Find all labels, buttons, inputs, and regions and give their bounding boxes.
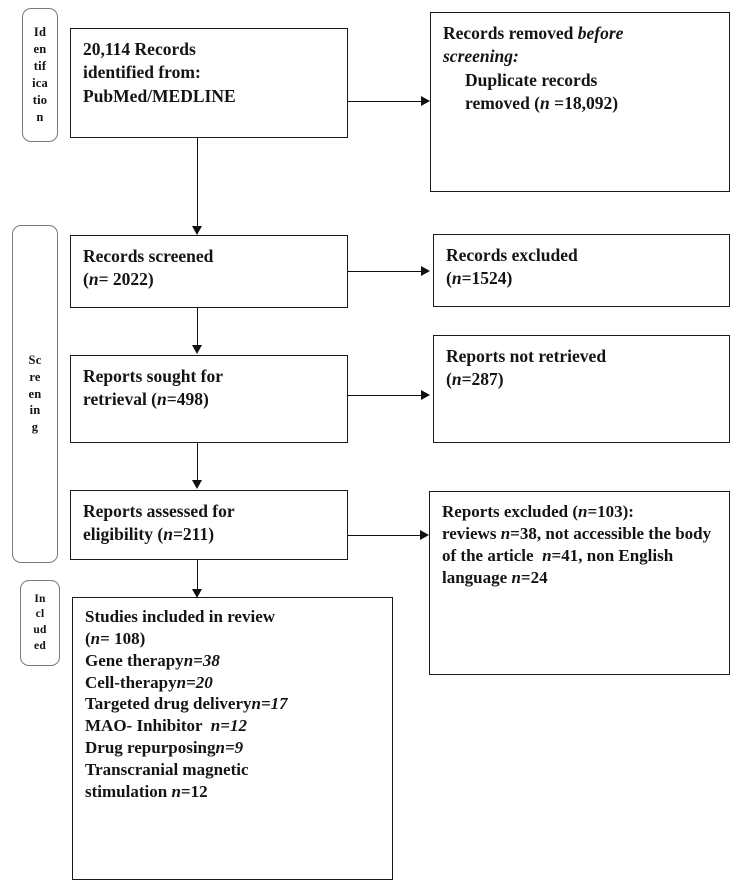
stage-label-included: In cl ud ed bbox=[20, 580, 60, 666]
stage-label-identification: Id en tif ica tio n bbox=[22, 8, 58, 142]
box-reports-excluded: Reports excluded (n=103): reviews n=38, … bbox=[429, 491, 730, 675]
box-line: Reports sought for bbox=[83, 366, 223, 386]
stage-fragment: ud bbox=[33, 624, 47, 636]
arrowhead-down bbox=[192, 480, 202, 489]
stage-fragment: In bbox=[34, 592, 46, 605]
box-line: Studies included in review bbox=[85, 607, 276, 626]
box-line: (n= 108) bbox=[85, 628, 146, 648]
box-line: Records screened bbox=[83, 246, 214, 266]
stage-fragment: in bbox=[29, 403, 41, 418]
stage-fragment: tif bbox=[33, 59, 47, 74]
connector-identified-to-screened bbox=[197, 138, 198, 226]
arrowhead-down bbox=[192, 345, 202, 354]
included-category: Gene therapyn=38 bbox=[85, 650, 220, 670]
box-line: (n=1524) bbox=[446, 268, 513, 289]
box-reports-assessed: Reports assessed for eligibility (n=211) bbox=[70, 490, 348, 560]
included-category: Targeted drug deliveryn=17 bbox=[85, 694, 288, 714]
stage-fragment: cl bbox=[35, 608, 45, 621]
box-reports-sought: Reports sought for retrieval (n=498) bbox=[70, 355, 348, 443]
box-line: 20,114 Records bbox=[83, 39, 196, 59]
box-records-identified: 20,114 Records identified from: PubMed/M… bbox=[70, 28, 348, 138]
box-records-screened: Records screened (n= 2022) bbox=[70, 235, 348, 308]
arrowhead-right bbox=[421, 96, 430, 106]
box-line: Duplicate records bbox=[465, 69, 598, 90]
stage-fragment: Id bbox=[33, 25, 47, 40]
box-line: removed (n =18,092) bbox=[465, 92, 619, 113]
box-line: Records removed before bbox=[443, 23, 624, 43]
box-line: Records excluded bbox=[446, 245, 578, 265]
connector-screened-to-sought bbox=[197, 308, 198, 346]
stage-fragment: ica bbox=[32, 76, 48, 90]
box-line: Reports excluded (n=103): bbox=[442, 502, 634, 521]
connector-identified-to-removed bbox=[348, 101, 422, 102]
box-line: PubMed/MEDLINE bbox=[83, 85, 236, 106]
connector-sought-to-notretrieved bbox=[348, 395, 422, 396]
box-line: retrieval (n=498) bbox=[83, 389, 209, 410]
box-reports-not-retrieved: Reports not retrieved (n=287) bbox=[433, 335, 730, 443]
stage-fragment: g bbox=[31, 420, 39, 435]
box-records-removed: Records removed before screening: Duplic… bbox=[430, 12, 730, 192]
stage-fragment: re bbox=[29, 369, 41, 384]
connector-screened-to-excluded bbox=[348, 271, 422, 272]
stage-label-screening: Sc re en in g bbox=[12, 225, 58, 563]
stage-fragment: en bbox=[28, 386, 42, 401]
included-category: Cell-therapyn=20 bbox=[85, 672, 213, 692]
box-line: Reports assessed for bbox=[83, 501, 235, 521]
box-line: Reports not retrieved bbox=[446, 346, 607, 366]
included-category: MAO- Inhibitor n=12 bbox=[85, 716, 247, 736]
box-line: identified from: bbox=[83, 62, 201, 83]
stage-fragment: ed bbox=[34, 639, 46, 652]
box-line: screening: bbox=[443, 46, 519, 67]
included-category: Drug repurposingn=9 bbox=[85, 738, 244, 758]
connector-sought-to-assessed bbox=[197, 443, 198, 481]
arrowhead-right bbox=[421, 390, 430, 400]
stage-fragment: en bbox=[33, 42, 47, 57]
arrowhead-down bbox=[192, 226, 202, 235]
stage-fragment: n bbox=[36, 109, 44, 124]
box-records-excluded: Records excluded (n=1524) bbox=[433, 234, 730, 307]
stage-fragment: Sc bbox=[28, 352, 42, 367]
stage-fragment: tio bbox=[32, 92, 48, 107]
included-category: stimulation n=12 bbox=[85, 781, 208, 801]
box-line: (n= 2022) bbox=[83, 269, 154, 290]
exclusion-reasons: reviews n=38, not accessible the body of… bbox=[442, 523, 712, 587]
arrowhead-down bbox=[192, 589, 202, 598]
box-line: eligibility (n=211) bbox=[83, 524, 215, 545]
included-category: Transcranial magnetic bbox=[85, 759, 249, 779]
arrowhead-right bbox=[420, 530, 429, 540]
box-line: (n=287) bbox=[446, 369, 504, 390]
connector-assessed-to-reportsexcluded bbox=[348, 535, 421, 536]
arrowhead-right bbox=[421, 266, 430, 276]
connector-assessed-to-included bbox=[197, 560, 198, 590]
box-studies-included: Studies included in review (n= 108) Gene… bbox=[72, 597, 393, 880]
